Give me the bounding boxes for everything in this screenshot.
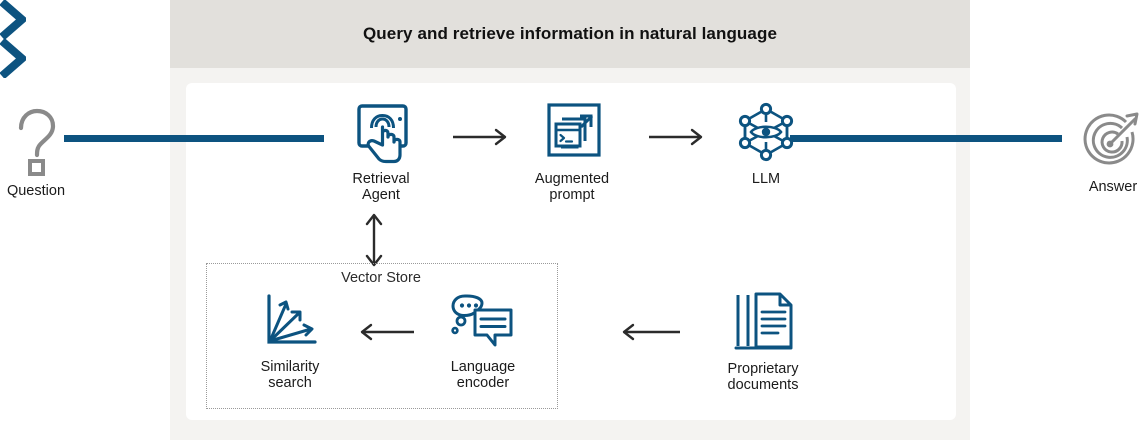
arrow-agent-to-prompt [452, 128, 514, 151]
node-language-encoder: Language encoder [432, 292, 534, 391]
node-llm-label: LLM [751, 171, 781, 187]
flow-arrowhead-into-agent [0, 0, 26, 39]
node-retrieval-agent-label: Retrieval Agent [352, 171, 410, 204]
node-proprietary-documents: Proprietary documents [708, 290, 818, 393]
flow-line-question-to-agent [64, 135, 324, 142]
flow-line-llm-to-answer [790, 135, 1062, 142]
node-retrieval-agent: Retrieval Agent [332, 100, 430, 203]
panel-title: Query and retrieve information in natura… [362, 24, 778, 43]
neural-network-eye-icon [734, 100, 798, 164]
node-augmented-prompt: Augmented prompt [518, 100, 626, 203]
vector-store-container [206, 263, 558, 409]
node-llm: LLM [718, 100, 814, 187]
node-proprietary-documents-label: Proprietary documents [727, 361, 799, 394]
node-question-label: Question [6, 183, 66, 199]
vector-axes-icon [259, 292, 321, 352]
node-answer: Answer [1078, 108, 1148, 195]
vector-store-label: Vector Store [341, 270, 421, 286]
node-answer-label: Answer [1088, 179, 1138, 195]
question-mark-icon [13, 108, 59, 176]
tablet-tap-icon [350, 100, 412, 164]
target-arrow-icon [1082, 108, 1144, 172]
arrow-encoder-to-similarity [352, 323, 416, 346]
node-question: Question [0, 108, 72, 199]
stacked-terminal-windows-icon [541, 100, 603, 164]
arrow-prompt-to-llm [648, 128, 710, 151]
flow-arrowhead-into-answer [0, 39, 26, 78]
speech-bubbles-icon [451, 292, 515, 352]
stacked-documents-icon [729, 290, 797, 354]
arrow-agent-to-vector-store [364, 212, 384, 273]
arrow-documents-to-encoder [614, 323, 682, 346]
node-language-encoder-label: Language encoder [450, 359, 516, 392]
node-augmented-prompt-label: Augmented prompt [534, 171, 610, 204]
node-similarity-search: Similarity search [238, 292, 342, 391]
header-band: Query and retrieve information in natura… [170, 0, 970, 68]
node-similarity-search-label: Similarity search [260, 359, 320, 392]
